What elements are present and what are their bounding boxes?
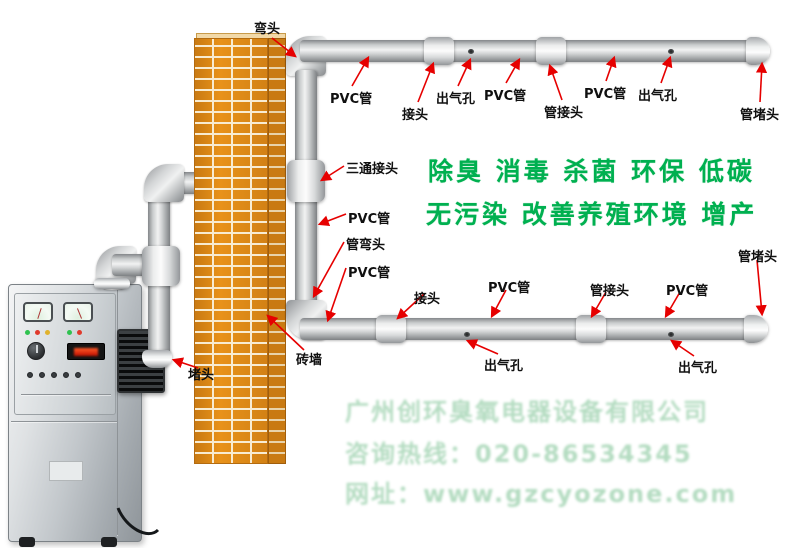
cabinet-edge bbox=[117, 289, 118, 535]
bottom-coupling-right bbox=[576, 315, 606, 343]
indicator-led-red bbox=[35, 330, 40, 335]
label-pvc-mid-upper: PVC管 bbox=[348, 212, 391, 227]
wall-side-face bbox=[268, 38, 286, 464]
watermark-line-2: 咨询热线：020-86534345 bbox=[345, 440, 693, 468]
knob-pointer bbox=[36, 345, 38, 353]
label-joint-top: 接头 bbox=[402, 108, 429, 123]
air-outlet-hole bbox=[668, 49, 674, 54]
indicator-led-green bbox=[67, 330, 72, 335]
tee-fitting bbox=[287, 160, 325, 202]
slogan-line-2: 无污染 改善养殖环境 增产 bbox=[426, 200, 758, 229]
wall-front-face bbox=[194, 38, 268, 464]
control-knob bbox=[27, 342, 45, 360]
indicator-led-green bbox=[25, 330, 30, 335]
gauge-needle bbox=[37, 308, 42, 319]
air-outlet-hole bbox=[668, 332, 674, 337]
watermark-line-3: 网址：www.gzcyozone.com bbox=[345, 480, 738, 508]
label-air-outlet-top-right: 出气孔 bbox=[638, 89, 678, 104]
bottom-pipe-run bbox=[300, 318, 748, 340]
label-air-outlet-bottom-right: 出气孔 bbox=[678, 361, 718, 376]
panel-button bbox=[75, 372, 81, 378]
watermark-line-1: 广州创环臭氧电器设备有限公司 bbox=[345, 398, 709, 426]
gauge-needle bbox=[76, 308, 83, 319]
indicator-led-red bbox=[77, 330, 82, 335]
panel-button bbox=[39, 372, 45, 378]
left-top-elbow-icon bbox=[144, 164, 184, 202]
label-pvc-top-left: PVC管 bbox=[330, 92, 373, 107]
panel-button bbox=[51, 372, 57, 378]
bottom-end-cap bbox=[744, 315, 768, 343]
label-pvc-bottom-left: PVC管 bbox=[488, 281, 531, 296]
bottom-coupling-left bbox=[376, 315, 406, 343]
indicator-led-yellow bbox=[45, 330, 50, 335]
panel-seam bbox=[21, 394, 111, 395]
label-pvc-top-mid: PVC管 bbox=[484, 89, 527, 104]
control-panel bbox=[14, 293, 116, 415]
digital-meter bbox=[67, 343, 105, 360]
machine-outlet-flange bbox=[94, 278, 130, 289]
meter-display bbox=[74, 348, 98, 356]
label-pipe-cap-top: 管堵头 bbox=[740, 108, 780, 123]
caster-wheel bbox=[19, 537, 35, 547]
label-pipe-joint-bottom: 管接头 bbox=[590, 284, 630, 299]
cabinet-seam bbox=[11, 421, 117, 422]
name-plate bbox=[49, 461, 83, 481]
panel-button bbox=[63, 372, 69, 378]
top-pipe-run bbox=[300, 40, 752, 62]
label-joint-bottom: 接头 bbox=[414, 292, 441, 307]
label-brick-wall: 砖墙 bbox=[296, 353, 323, 368]
label-pipe-joint-top: 管接头 bbox=[544, 106, 584, 121]
label-pipe-cap-bottom: 管堵头 bbox=[738, 250, 778, 265]
label-pvc-bottom-right: PVC管 bbox=[666, 284, 709, 299]
panel-button bbox=[27, 372, 33, 378]
label-air-outlet-bottom-left: 出气孔 bbox=[484, 359, 524, 374]
pressure-gauge-left bbox=[23, 302, 53, 322]
slogan-line-1: 除臭 消毒 杀菌 环保 低碳 bbox=[428, 157, 755, 186]
pressure-gauge-right bbox=[63, 302, 93, 322]
label-pipe-elbow: 管弯头 bbox=[346, 238, 386, 253]
top-coupling-left bbox=[424, 37, 454, 65]
air-outlet-hole bbox=[464, 332, 470, 337]
label-pvc-top-right: PVC管 bbox=[584, 87, 627, 102]
caster-wheel bbox=[101, 537, 117, 547]
end-cap-left bbox=[142, 350, 172, 368]
top-end-cap bbox=[746, 37, 770, 65]
label-tee-joint: 三通接头 bbox=[346, 162, 399, 177]
label-air-outlet-top-left: 出气孔 bbox=[436, 92, 476, 107]
ozone-generator bbox=[8, 284, 165, 547]
label-cap-end: 堵头 bbox=[188, 368, 215, 383]
label-pvc-mid-lower: PVC管 bbox=[348, 266, 391, 281]
left-tee-fitting bbox=[142, 246, 180, 286]
air-outlet-hole bbox=[468, 49, 474, 54]
label-elbow-top: 弯头 bbox=[254, 22, 281, 37]
top-coupling-right bbox=[536, 37, 566, 65]
brick-wall bbox=[194, 33, 286, 464]
